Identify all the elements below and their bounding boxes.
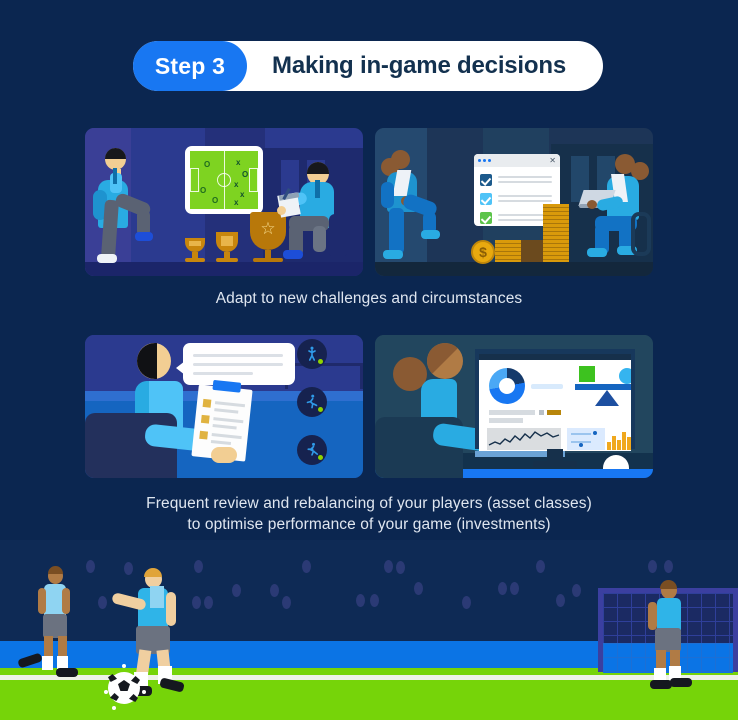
checkbox-2[interactable] — [480, 193, 492, 205]
caption-second-line-1: Frequent review and rebalancing of your … — [146, 495, 592, 512]
analytics-dashboard-panel — [375, 335, 653, 478]
step-header: Step 3 Making in-game decisions — [133, 41, 603, 91]
ball-shape — [603, 455, 629, 469]
coaching-tactics-panel: O O O x O x x x ☆ — [85, 128, 363, 276]
monitor — [475, 349, 635, 467]
player-kicking-icon[interactable] — [297, 435, 327, 465]
checkbox-1[interactable] — [480, 174, 492, 186]
scale-green-square — [579, 366, 595, 382]
player-standing-icon[interactable] — [297, 339, 327, 369]
caption-second: Frequent review and rebalancing of your … — [0, 493, 738, 535]
player-running-icon[interactable] — [297, 387, 327, 417]
dollar-coin: $ — [471, 240, 495, 264]
performance-dashboard[interactable] — [479, 360, 631, 451]
pitch-line — [0, 675, 738, 680]
line-graph — [487, 428, 561, 450]
status-dot — [318, 407, 323, 412]
scale-fulcrum — [595, 390, 619, 406]
window-titlebar: ✕ — [474, 154, 560, 167]
goal-shape — [285, 363, 363, 389]
floor-line — [85, 262, 363, 276]
window-dot-icon — [488, 159, 491, 162]
window-dot-icon — [483, 159, 486, 162]
bar-chart — [607, 424, 631, 450]
caption-second-line-2: to optimise performance of your game (in… — [187, 516, 551, 533]
status-dot — [318, 455, 323, 460]
football-pitch-scene — [0, 540, 738, 720]
page-title: Making in-game decisions — [272, 52, 566, 79]
window-dot-icon — [478, 159, 481, 162]
desk-edge — [375, 469, 653, 478]
pitch-diagram: O O O x O x x x — [190, 151, 258, 209]
step-badge: Step 3 — [133, 41, 247, 91]
checklist-window[interactable]: ✕ — [474, 154, 560, 226]
player-review-panel — [85, 335, 363, 478]
status-dot — [318, 359, 323, 364]
close-icon[interactable]: ✕ — [549, 155, 556, 165]
speech-bubble — [176, 343, 295, 385]
scale-blue-circle — [619, 368, 631, 384]
tactics-board: O O O x O x x x — [185, 146, 263, 214]
caption-first: Adapt to new challenges and circumstance… — [215, 290, 523, 307]
checklist-finance-panel: ✕ $ — [375, 128, 653, 276]
scale-beam — [575, 384, 631, 390]
checkbox-3[interactable] — [480, 212, 492, 224]
floor-line — [375, 262, 653, 276]
scatter-widget — [567, 428, 605, 450]
